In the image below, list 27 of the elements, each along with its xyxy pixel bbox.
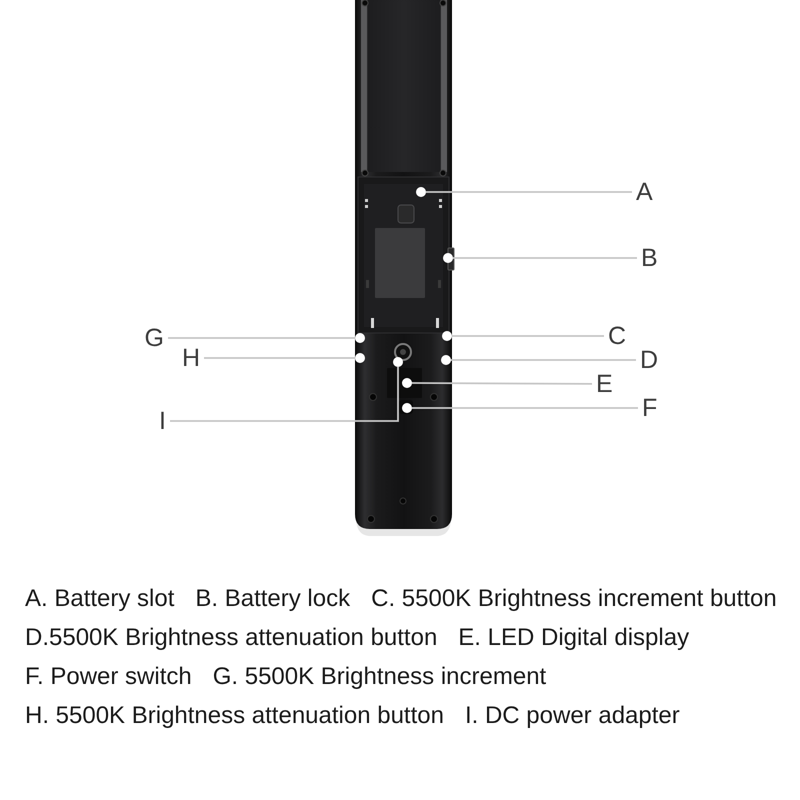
leader-line <box>451 359 636 361</box>
callout-letter: H <box>178 345 204 371</box>
callout-letter: A <box>632 179 657 205</box>
callout-letter: B <box>637 245 662 271</box>
part-description: C. 5500K Brightness increment button <box>371 584 777 612</box>
leader-line <box>168 337 355 339</box>
part-description: D.5500K Brightness attenuation button <box>25 624 438 652</box>
leader-line <box>412 407 638 409</box>
callout-letter: I <box>155 408 170 434</box>
part-description: B. Battery lock <box>195 584 350 612</box>
leader-line <box>170 367 399 422</box>
part-description: E. LED Digital display <box>458 624 690 652</box>
leader-line <box>452 335 604 337</box>
part-description: A. Battery slot <box>25 584 174 612</box>
part-description: F. Power switch <box>25 662 192 690</box>
leader-line <box>453 257 637 259</box>
part-description: I. DC power adapter <box>464 702 680 730</box>
callout-letter: F <box>638 395 662 421</box>
part-description: H. 5500K Brightness attenuation button <box>25 702 444 730</box>
part-description: G. 5500K Brightness increment <box>212 662 546 690</box>
callout-letter: D <box>636 347 662 373</box>
callout-letter: C <box>604 323 630 349</box>
leader-line <box>426 191 632 193</box>
leader-line <box>204 357 355 359</box>
callout-letter: G <box>140 325 168 351</box>
leader-line <box>412 382 592 385</box>
callout-letter: E <box>592 371 617 397</box>
